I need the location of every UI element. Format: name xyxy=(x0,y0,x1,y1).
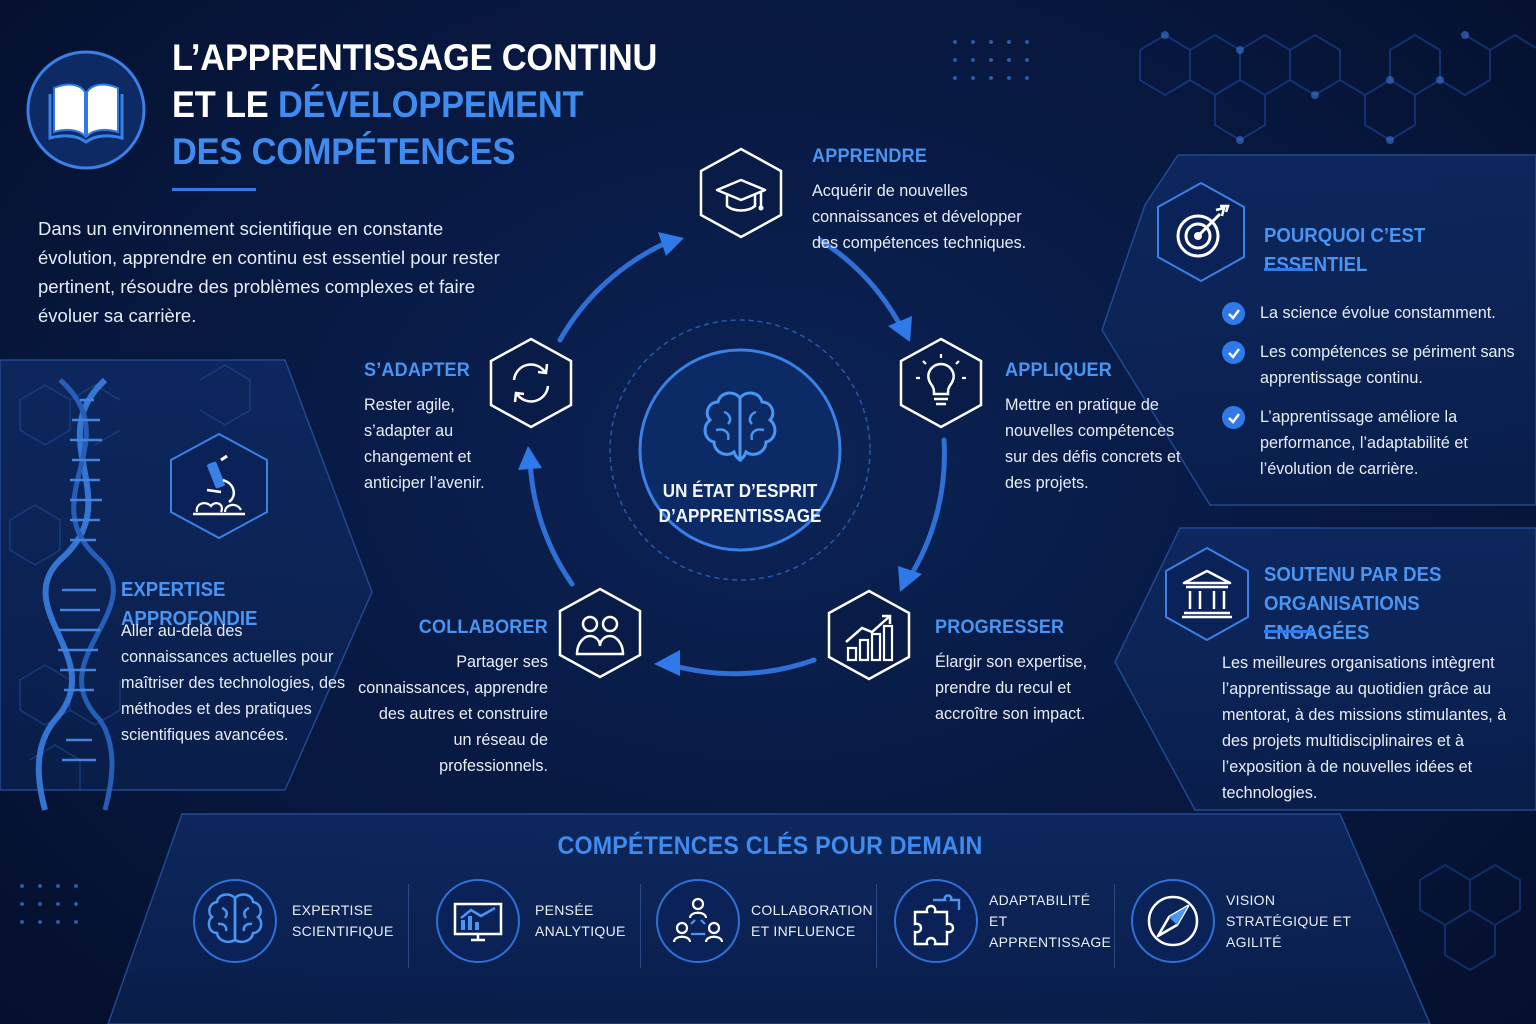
target-icon xyxy=(1157,181,1245,283)
divider xyxy=(1114,884,1115,968)
dna-helix xyxy=(35,377,116,811)
cycle-ring xyxy=(527,237,947,677)
step-progresser: PROGRESSER Élargir son expertise, prendr… xyxy=(935,617,1125,727)
skill-label: PENSÉE ANALYTIQUE xyxy=(535,902,626,939)
growth-chart-icon xyxy=(827,589,911,681)
skill-label: ADAPTABILITÉ ET APPRENTISSAGE xyxy=(989,891,1112,950)
skill-item: ADAPTABILITÉ ET APPRENTISSAGE xyxy=(893,878,1112,964)
list-item: L’apprentissage améliore la performance,… xyxy=(1222,404,1522,482)
step-text: Élargir son expertise, prendre du recul … xyxy=(935,653,1088,723)
hex-appliquer xyxy=(894,336,988,430)
hex-sadapter xyxy=(484,336,578,430)
step-title: COLLABORER xyxy=(418,617,548,638)
page-title: L’APPRENTISSAGE CONTINU ET LE DÉVELOPPEM… xyxy=(172,37,658,172)
divider xyxy=(640,884,641,968)
org-panel-text: Les meilleures organisations intègrent l… xyxy=(1222,654,1507,802)
left-panel-title: EXPERTISE APPROFONDIE xyxy=(121,579,258,630)
book-logo xyxy=(24,48,148,172)
why-list: La science évolue constamment. Les compé… xyxy=(1222,300,1522,495)
hex-progresser xyxy=(822,588,916,682)
hex-collaborer xyxy=(553,586,647,680)
left-panel-shape xyxy=(0,359,373,791)
skill-label: VISION STRATÉGIQUE ET AGILITÉ xyxy=(1226,891,1352,950)
skill-item: VISION STRATÉGIQUE ET AGILITÉ xyxy=(1130,878,1366,964)
step-text: Acquérir de nouvelles connaissances et d… xyxy=(812,182,1027,252)
brain-icon xyxy=(696,386,784,470)
dot-grid-top xyxy=(953,40,1029,80)
title-underline xyxy=(172,188,256,191)
hex-apprendre xyxy=(694,146,788,240)
institution-icon xyxy=(1165,546,1249,642)
why-title-underline xyxy=(1264,268,1312,271)
step-title: S’ADAPTER xyxy=(364,360,471,381)
org-panel-title: SOUTENU PAR DES ORGANISATIONS ENGAGÉES xyxy=(1264,564,1442,644)
skill-label: EXPERTISE SCIENTIFIQUE xyxy=(292,902,394,939)
check-icon xyxy=(1222,341,1245,364)
org-title-underline xyxy=(1264,630,1312,633)
brain-icon xyxy=(193,879,277,963)
graduation-cap-icon xyxy=(699,147,783,239)
why-panel-title: POURQUOI C’EST ESSENTIEL xyxy=(1264,225,1426,276)
intro-text: Dans un environnement scientifique en co… xyxy=(38,218,500,326)
skill-label: COLLABORATION ET INFLUENCE xyxy=(751,902,873,939)
skills-title: COMPÉTENCES CLÉS POUR DEMAIN xyxy=(557,832,983,860)
skill-item: PENSÉE ANALYTIQUE xyxy=(435,878,625,964)
step-appliquer: APPLIQUER Mettre en pratique de nouvelle… xyxy=(1005,360,1205,496)
center-label: UN ÉTAT D’ESPRIT D’APPRENTISSAGE xyxy=(658,480,822,526)
check-icon xyxy=(1222,406,1245,429)
skill-item: COLLABORATION ET INFLUENCE xyxy=(655,878,873,964)
network-people-icon xyxy=(656,879,740,963)
lightbulb-icon xyxy=(899,337,983,429)
check-icon xyxy=(1222,302,1245,325)
left-panel-text: Aller au-delà des connaissances actuelle… xyxy=(121,622,346,744)
hex-org xyxy=(1162,545,1252,643)
skill-item: EXPERTISE SCIENTIFIQUE xyxy=(192,878,394,964)
step-text: Rester agile, s’adapter au changement et… xyxy=(364,396,485,492)
compass-icon xyxy=(1131,879,1215,963)
step-sadapter: S’ADAPTER Rester agile, s’adapter au cha… xyxy=(364,360,514,496)
step-text: Mettre en pratique de nouvelles compéten… xyxy=(1005,396,1181,492)
step-collaborer: COLLABORER Partager ses connaissances, a… xyxy=(358,617,548,779)
analytics-monitor-icon xyxy=(436,879,520,963)
divider xyxy=(408,884,409,968)
puzzle-icon xyxy=(894,879,978,963)
step-title: PROGRESSER xyxy=(935,617,1065,638)
step-title: APPLIQUER xyxy=(1005,360,1113,381)
cycle-arrowheads xyxy=(518,232,922,676)
refresh-icon xyxy=(489,337,573,429)
people-icon xyxy=(558,587,642,679)
step-apprendre: APPRENDRE Acquérir de nouvelles connaiss… xyxy=(812,146,1052,256)
dot-grid-bottom xyxy=(20,884,78,924)
list-item: Les compétences se périment sans apprent… xyxy=(1222,339,1522,391)
microscope-icon xyxy=(170,432,268,540)
hex-expertise xyxy=(163,430,275,542)
hex-why xyxy=(1154,180,1248,284)
list-item: La science évolue constamment. xyxy=(1222,300,1522,326)
step-title: APPRENDRE xyxy=(812,146,928,167)
divider xyxy=(876,884,877,968)
skills-panel-shape xyxy=(107,813,1431,1024)
step-text: Partager ses connaissances, apprendre de… xyxy=(358,653,548,775)
molecule-top-right xyxy=(1139,33,1536,142)
